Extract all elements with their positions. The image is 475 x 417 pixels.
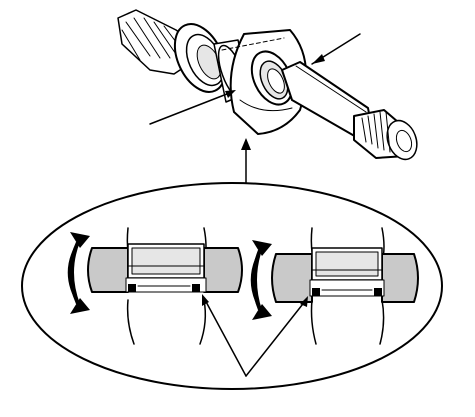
rotation-arrow-left <box>67 232 90 314</box>
shaft-assembly <box>117 9 418 161</box>
pointer-lines-top <box>149 33 361 125</box>
seal-housing <box>221 29 308 135</box>
seal-section-left <box>87 227 243 345</box>
connector-arrow <box>241 138 251 187</box>
pointer-lines-bottom <box>202 294 308 377</box>
rotation-arrow-right <box>250 240 272 320</box>
splined-end <box>353 109 418 161</box>
